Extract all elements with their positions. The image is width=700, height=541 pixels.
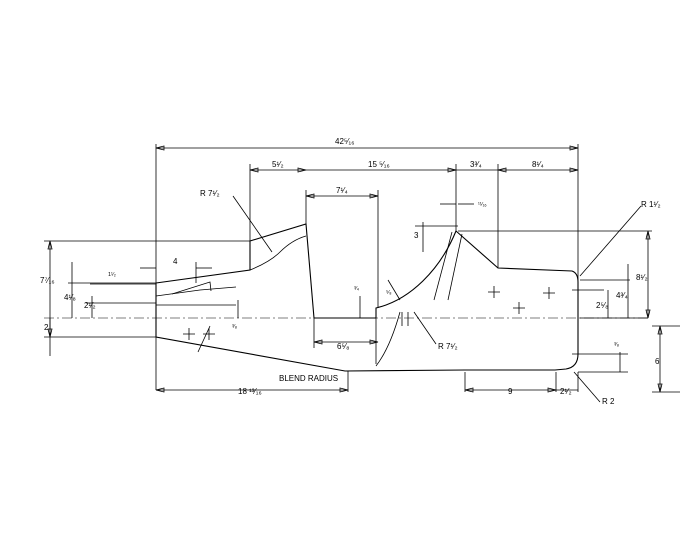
leader-lines — [232, 195, 642, 403]
dim-18-13-16: 18 ¹³⁄₁₆ — [238, 387, 262, 396]
dim-3-8-left: ³⁄₈ — [232, 324, 237, 330]
dim-2: 2 — [44, 323, 49, 332]
dim-2-1-2-bottom: 2¹⁄₂ — [560, 387, 572, 396]
dim-7-1-4: 7¹⁄₄ — [336, 186, 348, 195]
dim-3-8-right: ³⁄₈ — [614, 342, 619, 348]
dim-15-5-16: 15 ⁵⁄₁₆ — [368, 160, 390, 169]
dim-7-7-16: 7⁷⁄₁₆ — [40, 276, 55, 285]
dim-4-3-4: 4³⁄₄ — [616, 291, 628, 300]
dim-5-1-2: 5¹⁄₂ — [272, 160, 284, 169]
dim-4: 4 — [173, 257, 178, 266]
radius-7-1-2-bottom: R 7¹⁄₂ — [438, 342, 458, 351]
dim-8-1-2: 8¹⁄₂ — [636, 273, 648, 282]
dim-1-1-2: 1¹⁄₂ — [108, 272, 116, 278]
dimension-lines — [47, 145, 663, 393]
dimension-texts: 42⁵⁄₁₆ 5¹⁄₂ 15 ⁵⁄₁₆ 3³⁄₄ 8¹⁄₄ 7¹⁄₄ ¹¹⁄₁₆… — [40, 137, 660, 396]
callout-texts: R 7¹⁄₂ R 1¹⁄₂ R 7¹⁄₂ R 2 BLEND RADIUS — [200, 189, 661, 406]
dim-3-4: ³⁄₄ — [354, 286, 360, 292]
radius-7-1-2-top: R 7¹⁄₂ — [200, 189, 220, 198]
dim-6-5-8: 6⁵⁄₈ — [337, 342, 349, 351]
dim-6: 6 — [655, 357, 660, 366]
dim-2-5-8: 2⁵⁄₈ — [596, 301, 608, 310]
dim-3: 3 — [414, 231, 419, 240]
dim-3-3-4: 3³⁄₄ — [470, 160, 482, 169]
dim-2-1-2: 2¹⁄₂ — [84, 301, 96, 310]
radius-2: R 2 — [602, 397, 615, 406]
radius-1-1-2: R 1¹⁄₂ — [641, 200, 661, 209]
dim-4-1-8: 4¹⁄₈ — [64, 293, 76, 302]
part-outline — [155, 223, 579, 372]
dim-9: 9 — [508, 387, 513, 396]
extension-lines — [44, 144, 680, 393]
blend-radius-label: BLEND RADIUS — [279, 374, 338, 383]
dim-11-16: ¹¹⁄₁₆ — [478, 202, 487, 208]
dim-5-8: ⁵⁄₈ — [386, 289, 391, 296]
dim-overall: 42⁵⁄₁₆ — [335, 137, 354, 146]
dim-8-1-4: 8¹⁄₄ — [532, 160, 544, 169]
